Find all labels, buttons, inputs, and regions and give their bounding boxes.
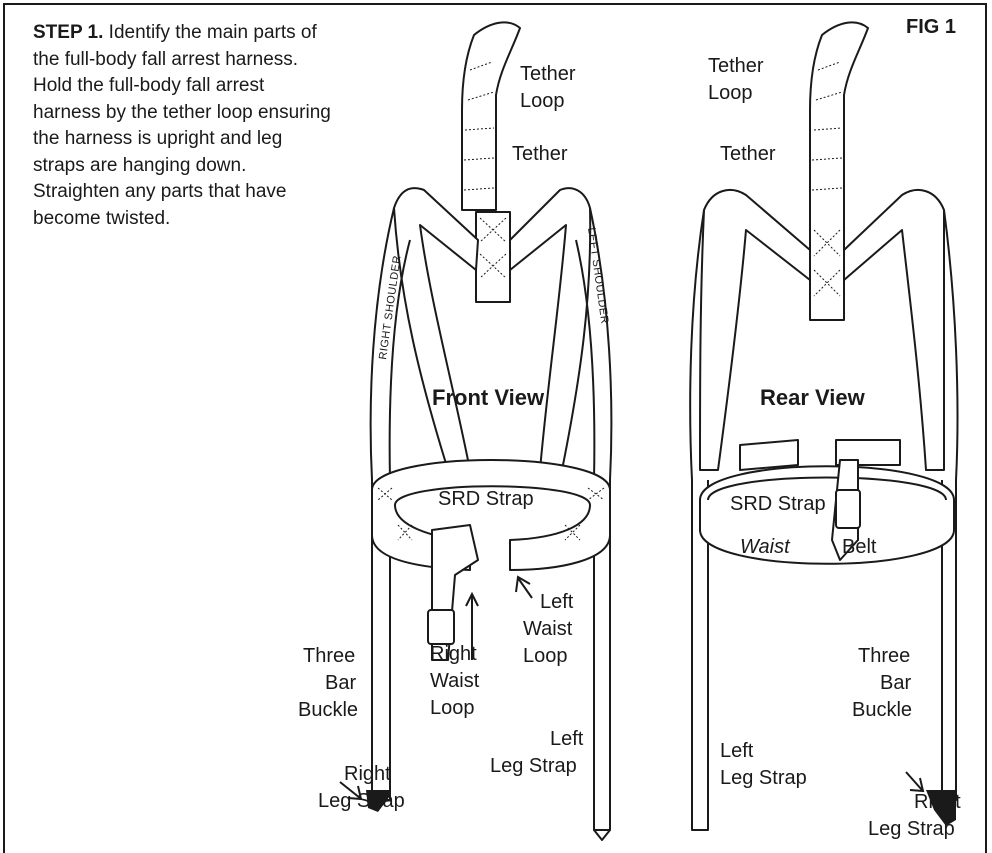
rear-tether-loop-label-2: Loop [708, 82, 753, 104]
rear-left-shoulder-strap [844, 190, 944, 470]
rear-tether [810, 22, 868, 320]
rear-belt-label: Belt [842, 536, 877, 558]
front-left-leg-strap-label-2: Leg Strap [490, 755, 577, 777]
right-waist-loop-label-2: Waist [430, 670, 480, 692]
rear-srd-strap-label: SRD Strap [730, 493, 826, 515]
rear-right-leg-strap-label-2: Leg Strap [868, 818, 955, 840]
rear-tether-loop-label-1: Tether [708, 55, 764, 77]
front-srd-connector [428, 610, 454, 644]
right-waist-loop-label-3: Loop [430, 697, 475, 719]
rear-waist-belt [700, 466, 954, 564]
front-tether-loop-label-2: Loop [520, 90, 565, 112]
rear-right-waist-loop [740, 440, 798, 470]
rear-view-title: Rear View [760, 385, 866, 410]
front-view-title: Front View [432, 385, 545, 410]
front-view-harness [340, 22, 611, 840]
front-waist-belt [372, 460, 610, 570]
front-tether-label: Tether [512, 143, 568, 165]
front-right-shoulder-strap [394, 188, 478, 470]
rear-left-leg-strap-label-2: Leg Strap [720, 767, 807, 789]
front-srd-strap-label: SRD Strap [438, 488, 534, 510]
front-right-leg-strap-label-1: Right [344, 763, 391, 785]
rear-tether-label: Tether [720, 143, 776, 165]
rear-right-leg-strap-label-1: Right [914, 791, 961, 813]
front-tether-loop-label-1: Tether [520, 63, 576, 85]
rear-right-shoulder-strap [700, 190, 810, 470]
front-left-waist-loop-arrow [516, 577, 532, 598]
rear-left-leg-strap-label-1: Left [720, 740, 754, 762]
front-left-shoulder-strap [510, 188, 590, 470]
right-waist-loop-label-1: Right [430, 643, 477, 665]
front-buckle-label-2: Bar [325, 672, 356, 694]
left-waist-loop-label-2: Waist [523, 618, 573, 640]
front-left-leg-strap-end [594, 830, 610, 840]
rear-waist-label: Waist [740, 536, 791, 558]
front-tether [462, 22, 520, 210]
rear-buckle-arrow [906, 772, 923, 791]
rear-srd-connector [836, 490, 860, 528]
front-buckle-label-3: Buckle [298, 699, 358, 721]
rear-buckle-label-1: Three [858, 645, 910, 667]
front-buckle-label-1: Three [303, 645, 355, 667]
rear-buckle-label-3: Buckle [852, 699, 912, 721]
rear-buckle-label-2: Bar [880, 672, 911, 694]
left-waist-loop-label-1: Left [540, 591, 574, 613]
front-center-pad [476, 212, 510, 302]
front-right-leg-strap-label-2: Leg Strap [318, 790, 405, 812]
left-waist-loop-label-3: Loop [523, 645, 568, 667]
front-left-leg-strap-label-1: Left [550, 728, 584, 750]
